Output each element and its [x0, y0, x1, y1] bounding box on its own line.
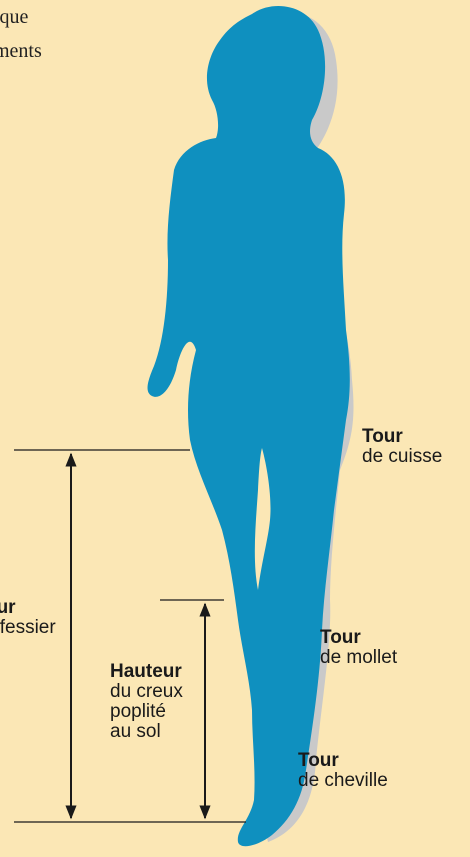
label-tour-mollet-title: Tour: [320, 628, 397, 648]
label-hauteur-poplite: Hauteur du creux poplité au sol: [110, 662, 183, 742]
label-hauteur-poplite-title: Hauteur: [110, 662, 183, 682]
intro-text: ique ments: [0, 0, 42, 68]
label-hauteur-poplite-line-1: du creux: [110, 682, 183, 702]
intro-line-2: ments: [0, 34, 42, 68]
label-tour-cuisse-title: Tour: [362, 427, 442, 447]
label-tour-mollet: Tour de mollet: [320, 628, 397, 668]
label-hauteur-poplite-line-3: au sol: [110, 722, 183, 742]
label-tour-cuisse-line-1: de cuisse: [362, 447, 442, 467]
label-hauteur-fessier-title: eur: [0, 598, 56, 618]
label-tour-cheville: Tour de cheville: [298, 751, 388, 791]
label-hauteur-fessier-line-1: li fessier: [0, 618, 56, 638]
label-hauteur-poplite-line-2: poplité: [110, 702, 183, 722]
label-hauteur-fessier-line-2: ol: [0, 638, 56, 658]
label-tour-cuisse: Tour de cuisse: [362, 427, 442, 467]
label-tour-mollet-line-1: de mollet: [320, 648, 397, 668]
label-hauteur-fessier: eur li fessier ol: [0, 598, 56, 658]
intro-line-1: ique: [0, 0, 42, 34]
label-tour-cheville-line-1: de cheville: [298, 771, 388, 791]
label-tour-cheville-title: Tour: [298, 751, 388, 771]
